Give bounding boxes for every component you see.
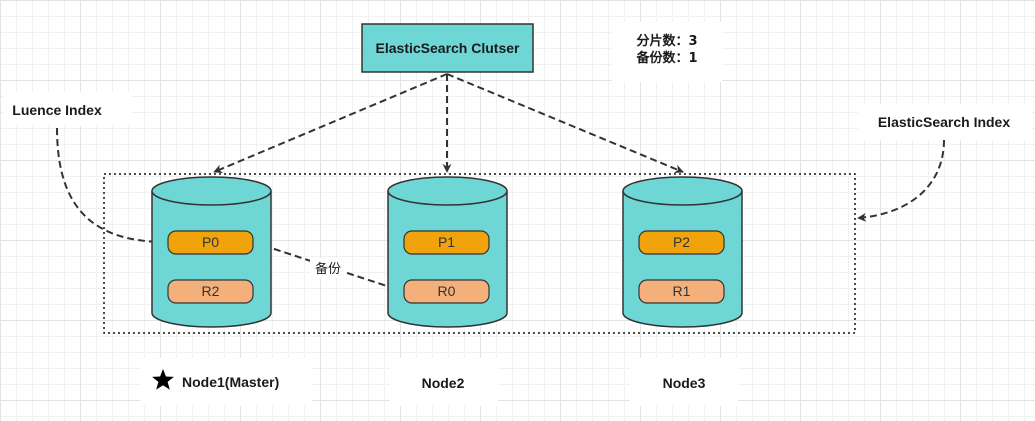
node1-name: Node1(Master) (182, 374, 279, 390)
node2-primary-shard[interactable] (403, 230, 490, 255)
cluster-box[interactable] (361, 23, 534, 73)
node3-primary-label: P2 (673, 234, 690, 250)
node1-replica-shard[interactable] (167, 279, 254, 304)
cluster-to-node1-arrow (213, 73, 448, 174)
backup-edge-label: 备份 (315, 261, 341, 277)
es-index-label-background (858, 104, 1032, 140)
info-background (612, 22, 722, 82)
node1-replica-label: R2 (202, 283, 220, 299)
node2-replica-label: R0 (438, 283, 456, 299)
cluster-to-node3-arrow (446, 73, 684, 174)
node2-primary-label: P1 (438, 234, 455, 250)
lucene-index-arrow (56, 127, 167, 247)
node2-name: Node2 (422, 375, 465, 391)
es-index-label: ElasticSearch Index (878, 114, 1011, 130)
node1-label-background (140, 358, 312, 406)
node2-replica-shard[interactable] (403, 279, 490, 304)
es-index-arrow (857, 139, 945, 222)
star-icon (152, 369, 174, 390)
node3-name: Node3 (663, 375, 706, 391)
node3-replica-shard[interactable] (638, 279, 725, 304)
shard-count-text: 分片数：3 (636, 33, 697, 49)
lucene-label-background (4, 92, 132, 126)
node1-primary-shard[interactable] (167, 230, 254, 255)
edge-label-background (310, 258, 346, 278)
replica-count-text: 备份数：1 (635, 50, 697, 66)
node3-replica-label: R1 (673, 283, 691, 299)
node2-label-background (390, 358, 498, 406)
node3-label-background (630, 358, 738, 406)
elasticsearch-index-boundary (103, 173, 856, 334)
node1-primary-label: P0 (202, 234, 219, 250)
cluster-label: ElasticSearch Clutser (376, 40, 521, 56)
lucene-index-label: Luence Index (12, 102, 102, 118)
node3-primary-shard[interactable] (638, 230, 725, 255)
